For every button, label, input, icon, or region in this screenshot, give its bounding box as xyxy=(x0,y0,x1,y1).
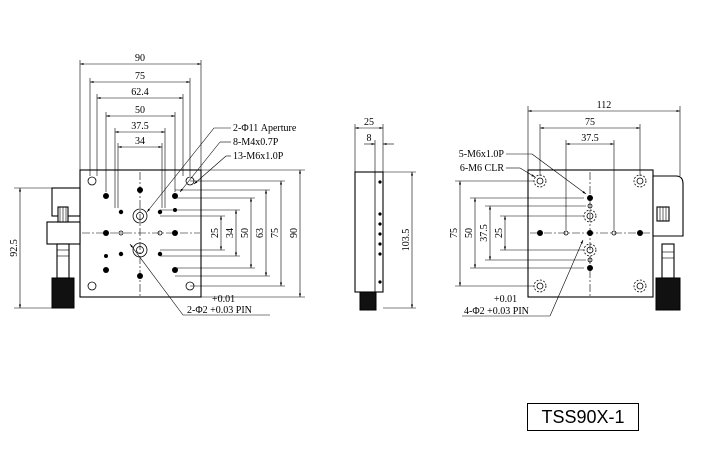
side-stage-body xyxy=(354,171,384,293)
bottom-dim-v25: 25 xyxy=(494,228,505,238)
front-dim-50: 50 xyxy=(135,105,145,116)
micrometer-barrel xyxy=(56,243,70,279)
bottom-dim-75: 75 xyxy=(585,117,595,128)
bottom-micrometer-barrel xyxy=(661,243,675,279)
front-dim-v90: 90 xyxy=(289,228,300,238)
bottom-dim-v50: 50 xyxy=(464,228,475,238)
bottom-dim-112: 112 xyxy=(597,100,612,111)
bottom-micrometer-knob xyxy=(655,277,681,311)
front-callouts: 2-Φ11 Aperture 8-M4x0.7P 13-M6x1.0P +0.0… xyxy=(129,123,297,316)
bottom-holes xyxy=(533,174,647,293)
front-dim-v25: 25 xyxy=(210,228,221,238)
front-dim-62-4: 62.4 xyxy=(131,87,149,98)
front-holes xyxy=(87,176,195,291)
side-dim-25: 25 xyxy=(364,117,374,128)
side-dim-103-5: 103.5 xyxy=(401,229,412,252)
bottom-view: 112 75 37.5 75 50 37.5 25 xyxy=(449,100,684,317)
bottom-top-dims: 112 75 37.5 xyxy=(527,100,681,230)
front-dim-v50: 50 xyxy=(240,228,251,238)
bottom-dim-v75: 75 xyxy=(449,228,460,238)
front-pin-label: 2-Φ2 +0.03 PIN xyxy=(187,305,252,316)
callout-m6: 13-M6x1.0P xyxy=(233,151,284,162)
bottom-micrometer-mount xyxy=(652,175,684,237)
micrometer-block xyxy=(46,221,81,245)
side-view: 25 8 103.5 xyxy=(354,117,416,311)
front-left-dim: 92.5 xyxy=(9,187,52,309)
front-right-dims: 25 34 50 63 75 90 xyxy=(160,169,305,298)
front-dim-90: 90 xyxy=(135,53,145,64)
front-dim-v34: 34 xyxy=(225,228,236,238)
model-label: TSS90X-1 xyxy=(527,403,639,431)
bottom-pin-label: 4-Φ2 +0.03 PIN xyxy=(464,306,529,317)
front-dim-v75: 75 xyxy=(270,228,281,238)
front-view: 90 75 62.4 50 37.5 34 xyxy=(9,53,305,316)
bottom-left-dims: 75 50 37.5 25 xyxy=(449,180,586,287)
bottom-pin-tolerance: +0.01 xyxy=(494,294,517,305)
front-dim-37-5: 37.5 xyxy=(131,121,149,132)
micrometer-knob xyxy=(51,277,75,309)
front-dim-92-5: 92.5 xyxy=(9,239,20,257)
bottom-dim-v37-5: 37.5 xyxy=(479,224,490,242)
side-knob xyxy=(359,291,377,311)
bottom-dim-37-5: 37.5 xyxy=(581,133,599,144)
front-top-dims: 90 75 62.4 50 37.5 34 xyxy=(79,53,202,208)
callout-aperture: 2-Φ11 Aperture xyxy=(233,123,297,134)
callout-m6-clr: 6-M6 CLR xyxy=(460,163,505,174)
bottom-callouts: 5-M6x1.0P 6-M6 CLR +0.01 4-Φ2 +0.03 PIN xyxy=(459,149,587,317)
front-dim-75: 75 xyxy=(135,71,145,82)
callout-m6-thread: 5-M6x1.0P xyxy=(459,149,505,160)
front-dim-34: 34 xyxy=(135,136,145,147)
front-dim-v63: 63 xyxy=(255,228,266,238)
front-pin-tolerance: +0.01 xyxy=(212,294,235,305)
callout-m4: 8-M4x0.7P xyxy=(233,137,279,148)
side-dim-8: 8 xyxy=(367,133,372,144)
